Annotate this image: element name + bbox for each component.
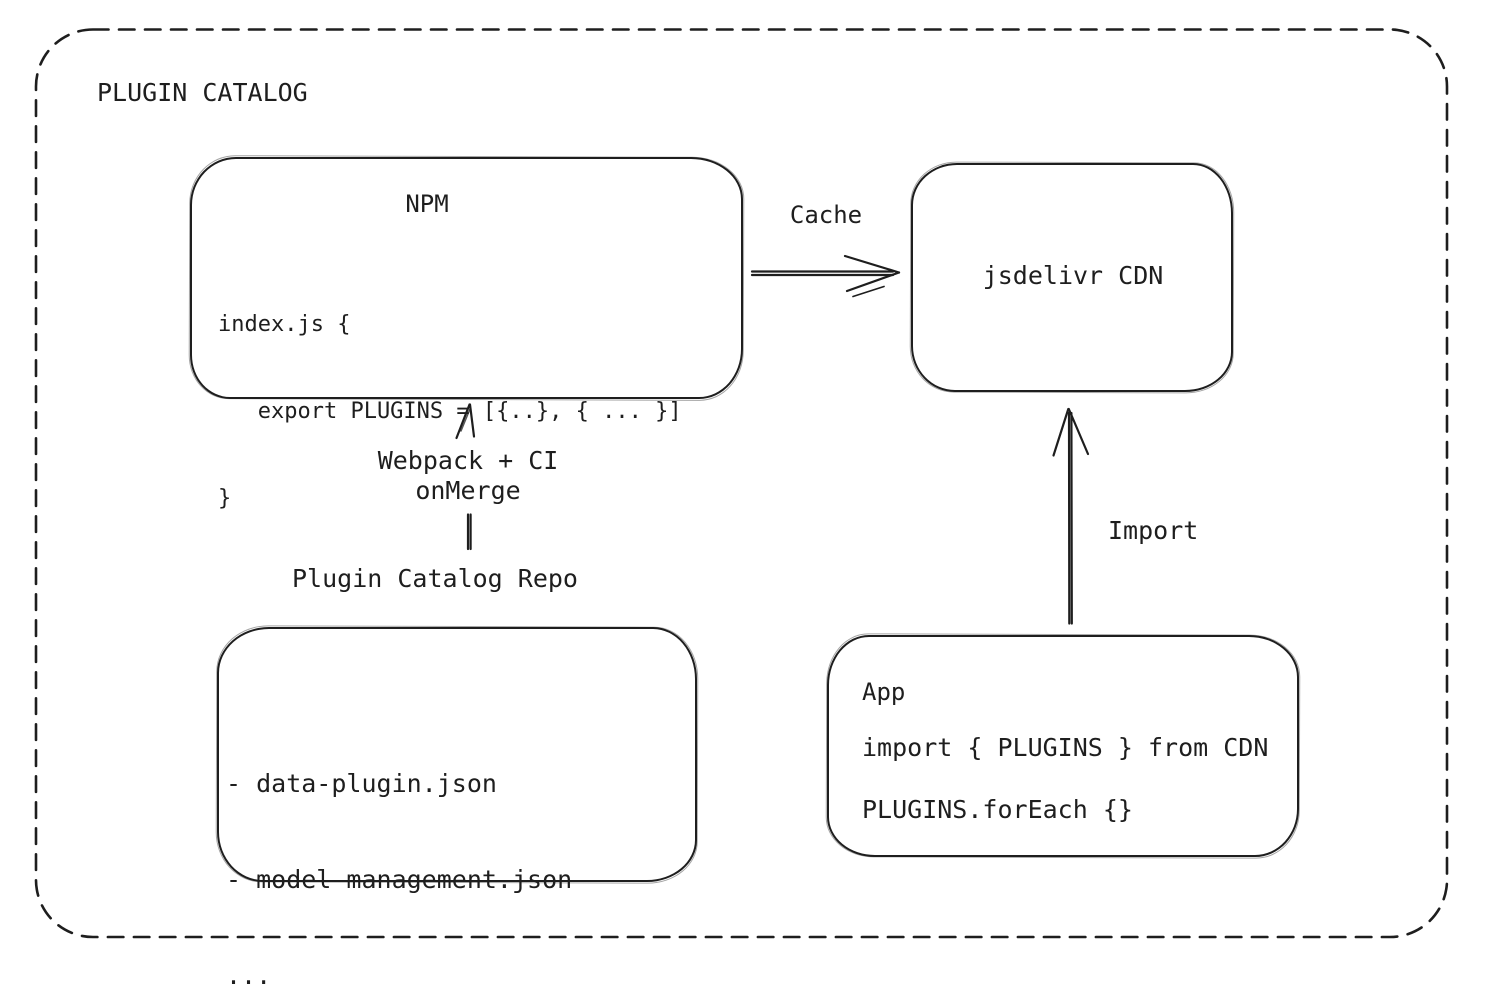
import-arrow <box>1052 407 1090 625</box>
cdn-node <box>911 163 1233 392</box>
app-code-line: import { PLUGINS } from CDN <box>862 733 1269 762</box>
repo-node <box>217 627 697 882</box>
npm-code-snippet: index.js { export PLUGINS = [{..}, { ...… <box>218 252 682 571</box>
app-node-title: App <box>862 678 906 706</box>
npm-code-line: index.js { <box>218 312 351 337</box>
repo-node-caption: Plugin Catalog Repo <box>292 564 578 593</box>
cdn-node-label: jsdelivr CDN <box>982 261 1164 290</box>
repo-file-item: ... <box>226 961 272 990</box>
repo-file-list: - data-plugin.json - model-management.js… <box>226 704 572 1002</box>
npm-code-line: export PLUGINS = [{..}, { ... }] <box>218 399 682 424</box>
build-edge-label-line: onMerge <box>415 476 521 505</box>
npm-code-line: } <box>218 486 232 511</box>
npm-node <box>190 157 743 399</box>
build-edge-label: Webpack + CI onMerge <box>378 446 559 506</box>
cache-edge-label: Cache <box>789 201 863 229</box>
build-edge-label-line: Webpack + CI <box>377 446 559 475</box>
diagram-title: PLUGIN CATALOG <box>97 78 308 107</box>
app-code-line: PLUGINS.forEach {} <box>862 795 1133 824</box>
cache-arrow <box>750 254 901 298</box>
app-node <box>827 635 1299 857</box>
npm-node-title: NPM <box>405 190 449 218</box>
import-edge-label: Import <box>1108 516 1199 545</box>
repo-file-item: - model-management.json <box>226 865 573 894</box>
repo-file-item: - data-plugin.json <box>226 769 497 798</box>
